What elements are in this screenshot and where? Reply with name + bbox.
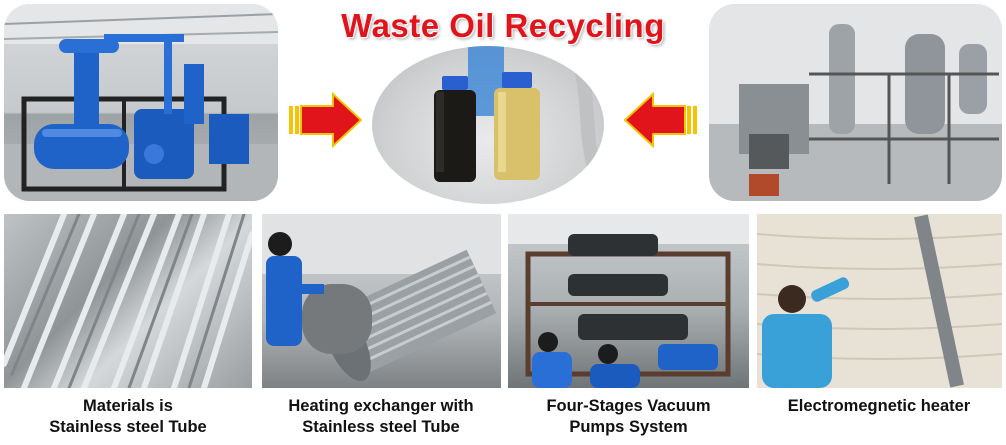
page-title: Waste Oil Recycling xyxy=(341,7,665,44)
caption-vacuum-pumps: Four-Stages Vacuum Pumps System xyxy=(508,396,749,438)
blue-recycling-machine-photo xyxy=(4,4,278,201)
caption-line: Electromegnetic heater xyxy=(787,397,971,415)
caption-heat-exchanger: Heating exchanger with Stainless steel T… xyxy=(256,396,506,438)
caption-line: Stainless steel Tube xyxy=(302,418,460,436)
heat-exchanger-photo xyxy=(262,214,501,388)
stainless-tubes-photo xyxy=(4,214,252,388)
caption-line: Stainless steel Tube xyxy=(49,418,207,436)
grey-distillation-plant-photo xyxy=(709,4,1002,201)
arrow-left-icon xyxy=(623,92,697,148)
arrow-right-icon xyxy=(289,92,363,148)
caption-line: Heating exchanger with xyxy=(288,397,474,415)
electromagnetic-heater-photo xyxy=(757,214,1002,388)
vacuum-pumps-photo xyxy=(508,214,749,388)
caption-line: Four-Stages Vacuum xyxy=(546,397,711,415)
caption-stainless-tubes: Materials is Stainless steel Tube xyxy=(4,396,252,438)
oil-sample-bottles-photo xyxy=(372,46,604,204)
caption-line: Pumps System xyxy=(569,418,688,436)
caption-line: Materials is xyxy=(83,397,173,415)
caption-electromagnetic-heater: Electromegnetic heater xyxy=(754,396,1004,417)
